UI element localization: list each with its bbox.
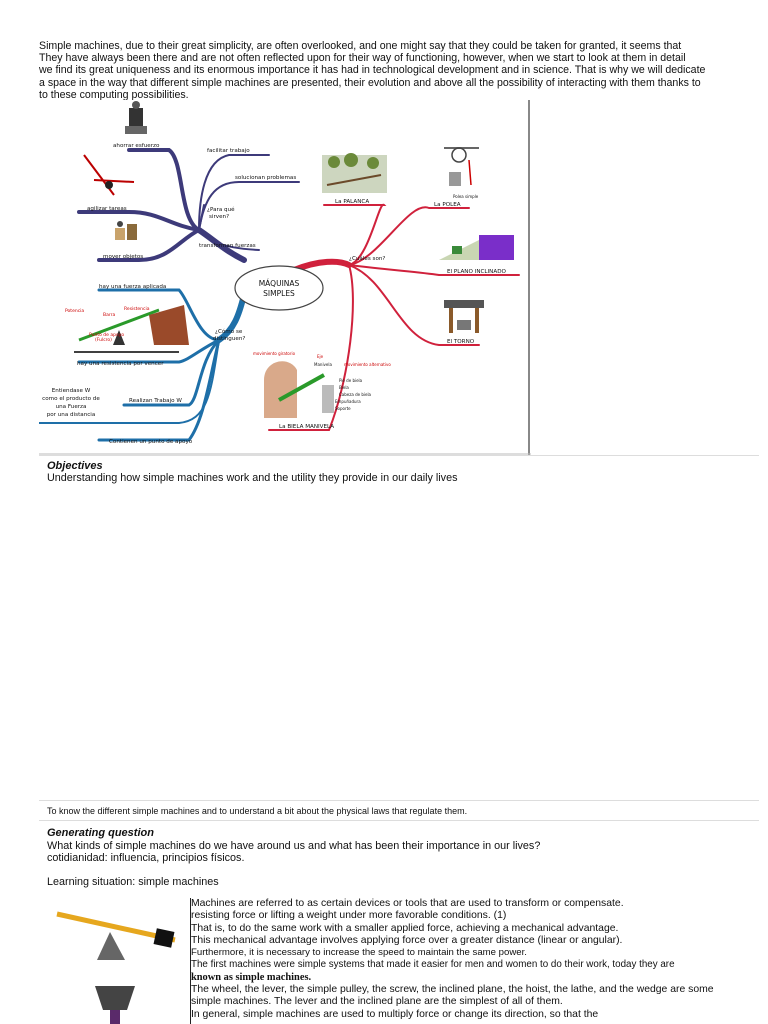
item-torno: El TORNO (447, 339, 475, 345)
branch-transforman: transforman fuerzas (199, 243, 256, 249)
boxes-icon (115, 221, 137, 240)
body-line: Furthermore, it is necessary to increase… (191, 947, 527, 959)
intro-line: Simple machines, due to their great simp… (39, 40, 682, 52)
generating-keywords: cotidianidad: influencia, principios fís… (47, 852, 245, 864)
crank-label-cabeza: Cabeza de biela (339, 392, 372, 397)
crank-label-manivela: Manivela (314, 362, 332, 367)
worker-icon (125, 101, 147, 134)
intro-paragraph: Simple machines, due to their great simp… (39, 40, 739, 101)
crank-label-giratorio: movimiento giratorio (253, 351, 296, 356)
pulley-label: Polea simple (453, 194, 479, 199)
center-title-line2: SIMPLES (263, 289, 295, 298)
mind-map-image: MÁQUINAS SIMPLES ahorrar esfuerzo agiliz… (39, 100, 531, 455)
node-para-que-1: ¿Para qué (207, 206, 235, 213)
body-line: The first machines were simple systems t… (191, 959, 675, 971)
work-def-3: una Fuerza (56, 404, 87, 410)
divider (39, 820, 759, 821)
clock-icon (83, 154, 135, 196)
work-def-4: por una distancia (47, 412, 96, 418)
learning-situation: Learning situation: simple machines (47, 876, 219, 888)
intro-line: They have always been there and are not … (39, 52, 686, 65)
body-paragraph: Machines are referred to as certain devi… (191, 898, 751, 1021)
seesaw-illustration (56, 911, 176, 1024)
body-line: Machines are referred to as certain devi… (191, 898, 624, 909)
branch-facilitar: facilitar trabajo (207, 148, 250, 154)
objectives-text: Understanding how simple machines work a… (47, 472, 458, 484)
work-def-2: como el producto de (42, 396, 100, 402)
body-line: This mechanical advantage involves apply… (191, 934, 623, 946)
node-como-2: distinguen? (213, 336, 245, 342)
center-title-line1: MÁQUINAS (259, 279, 300, 288)
item-trabajo: Realizan Trabajo W (129, 398, 182, 404)
node-como-1: ¿Cómo se (215, 328, 243, 335)
generating-heading: Generating question (47, 827, 154, 839)
goal-text: To know the different simple machines an… (47, 806, 468, 816)
text-margin-bar (190, 898, 191, 1024)
intro-line: to these computing possibilities. (39, 88, 189, 101)
work-def-1: Entiendase W (52, 388, 91, 394)
lever-punto: Punto de apoyo (89, 332, 124, 338)
divider (39, 455, 759, 456)
body-line: In general, simple machines are used to … (191, 1008, 599, 1020)
plano-inclinado-picture (439, 235, 514, 260)
branch-solucionan: solucionan problemas (235, 175, 296, 181)
torno-picture (444, 300, 484, 333)
lever-barra: Barra (103, 312, 115, 318)
crank-label-pie: Pie de biela (339, 378, 363, 383)
item-punto-apoyo: Contienen un punto de apoyo (109, 439, 193, 445)
item-polea: La POLEA (434, 202, 461, 208)
body-line: resisting force or lifting a weight unde… (191, 910, 507, 922)
item-palanca: La PALANCA (335, 199, 369, 205)
item-resistencia: hay una resistencia por vencer (77, 361, 164, 367)
item-mover: mover objetos (103, 254, 143, 260)
item-biela: La BIELA MANIVELA (279, 424, 334, 430)
biela-manivela-picture: movimiento giratorio Eje Manivela movimi… (253, 351, 391, 418)
lever-diagram: Potencia Resistencia Barra Punto de apoy… (65, 305, 189, 353)
body-line: The wheel, the lever, the simple pulley,… (191, 984, 714, 996)
center-node: MÁQUINAS SIMPLES (234, 265, 324, 311)
intro-line: a space in the way that different simple… (39, 76, 701, 89)
divider (39, 800, 759, 801)
polea-picture (444, 147, 479, 186)
item-agilizar: agilizar tareas (87, 206, 127, 212)
lever-resistencia: Resistencia (124, 306, 150, 312)
item-ahorrar: ahorrar esfuerzo (113, 143, 160, 149)
item-fuerza-aplicada: hay una fuerza aplicada (99, 284, 166, 290)
crank-label-alternativo: movimiento alternativo (344, 362, 391, 367)
intro-line: we find its great uniqueness and its eno… (39, 64, 706, 77)
lever-fulcro: (Fulcro) (95, 337, 112, 343)
body-line: known as simple machines. (191, 971, 312, 983)
crank-label-eje: Eje (317, 354, 324, 359)
crank-label-empunadura: Empuñadura (335, 399, 361, 404)
objectives-heading: Objectives (47, 460, 103, 472)
body-line: That is, to do the same work with a smal… (191, 922, 619, 934)
crank-label-biela: Biela (339, 385, 349, 390)
item-plano: El PLANO INCLINADO (447, 269, 507, 275)
generating-question: What kinds of simple machines do we have… (47, 840, 541, 852)
node-para-que-2: sirven? (209, 214, 229, 220)
lever-potencia: Potencia (65, 308, 84, 314)
palanca-picture (322, 153, 387, 193)
body-line: simple machines. The lever and the incli… (191, 996, 563, 1008)
crank-label-soporte: Soporte (335, 406, 351, 411)
node-cuales: ¿Cuáles son? (349, 255, 385, 262)
